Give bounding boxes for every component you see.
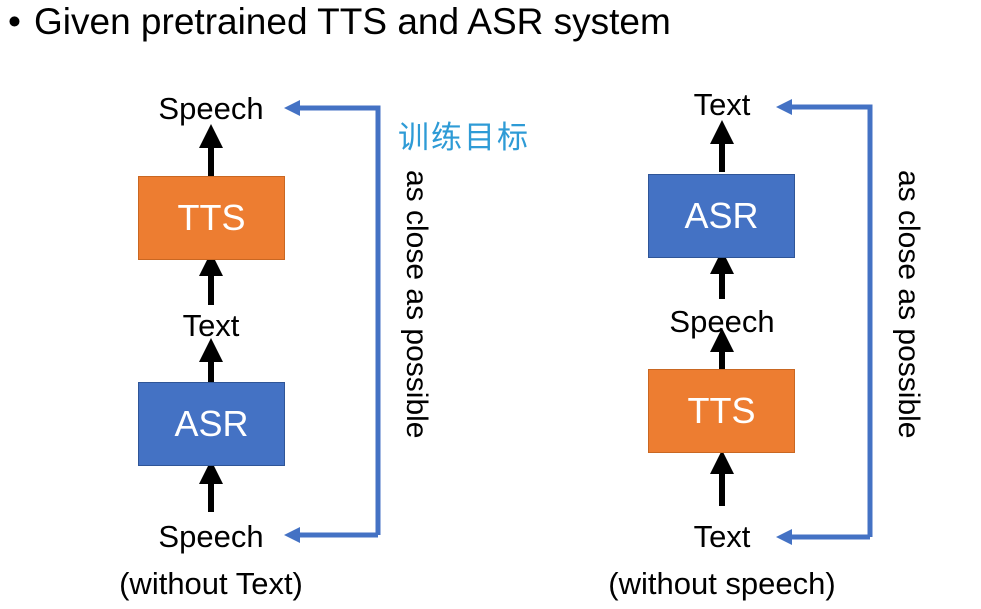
left-text-label: Text — [182, 308, 240, 343]
left-output-speech-label: Speech — [158, 91, 264, 126]
training-objective-label: 训练目标 — [398, 120, 530, 156]
right-speech-label: Speech — [669, 304, 775, 339]
left-asr-box: ASR — [138, 382, 285, 466]
slide-title: • Given pretrained TTS and ASR system — [8, 0, 671, 44]
left-loop-line — [284, 100, 381, 535]
left-input-speech-label: Speech — [158, 519, 264, 554]
left-input-note: (without Text) — [119, 566, 303, 601]
bullet: • — [8, 1, 21, 42]
right-tts-box: TTS — [648, 369, 795, 453]
left-side-label: as close as possible — [400, 170, 433, 439]
left-tts-box: TTS — [138, 176, 285, 260]
right-input-text-label: Text — [693, 519, 751, 554]
title-text: Given pretrained TTS and ASR system — [34, 1, 671, 42]
right-side-label: as close as possible — [892, 170, 925, 439]
right-output-text-label: Text — [693, 87, 751, 122]
right-asr-box: ASR — [648, 174, 795, 258]
right-input-note: (without speech) — [608, 566, 836, 601]
right-loop-line — [776, 99, 873, 537]
